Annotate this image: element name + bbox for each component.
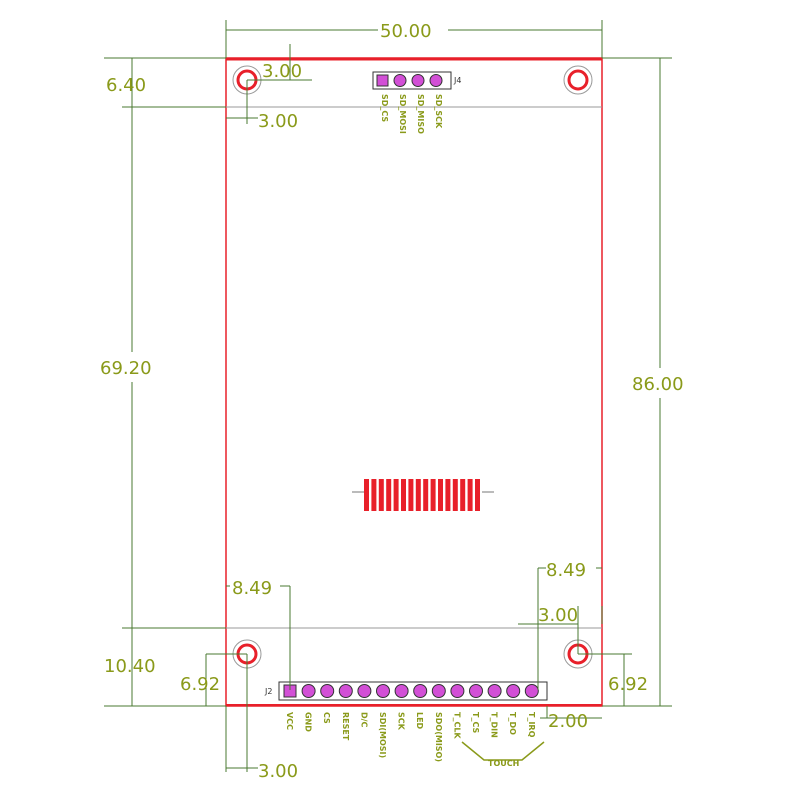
dim-hole-br-v: 6.92 xyxy=(608,674,648,695)
pin-label-j4: SD_CS xyxy=(380,94,389,122)
connector-j2-label: J2 xyxy=(264,687,272,696)
flex-cable-strip xyxy=(401,479,406,511)
board-bottom-edge xyxy=(226,704,602,707)
pin-label-j2: T_IRQ xyxy=(527,712,536,738)
pin-label-j2: T_CLK xyxy=(452,712,461,739)
flex-cable-strip xyxy=(378,479,384,511)
pin-label-j2: SCK xyxy=(397,712,406,731)
flex-cable-strip xyxy=(452,479,458,511)
pin-j2 xyxy=(320,684,335,698)
pin-label-j4: SD_SCK xyxy=(434,94,443,129)
flex-cable-strip xyxy=(408,479,414,511)
pin-label-j2: RESET xyxy=(341,712,350,741)
pin-label-j2: VCC xyxy=(285,712,294,730)
flex-cable-strip xyxy=(393,479,399,511)
pin-j2 xyxy=(301,684,316,698)
board-outline xyxy=(225,57,603,707)
pin-label-j4: SD_MOSI xyxy=(398,94,407,134)
flex-cable xyxy=(352,479,494,511)
pin-j2 xyxy=(450,684,465,698)
pin-j2 xyxy=(487,684,502,698)
dim-pin-right-offset: 8.49 xyxy=(546,560,586,581)
connector-j4: J4 SD_CS SD_MOSI SD_MISO SD_SCK xyxy=(372,71,461,134)
dim-top-margin: 6.40 xyxy=(106,75,146,96)
dim-height: 86.00 xyxy=(632,374,684,395)
pin-j4 xyxy=(411,74,425,87)
pin-j2 xyxy=(469,684,483,698)
flex-cable-strip xyxy=(467,479,473,511)
flex-cable-strip xyxy=(364,479,369,511)
pin-label-j2: LED xyxy=(415,712,424,730)
dim-hole-br-h: 3.00 xyxy=(538,605,578,626)
dim-hole-top-h: 3.00 xyxy=(258,111,298,132)
dimension-lines xyxy=(104,20,672,772)
pin-label-j2: GND xyxy=(304,712,313,732)
connector-j2: J2 VCC GND CS RESET D/C SDI(MOSI) SCK LED SDO(MI… xyxy=(264,681,548,768)
dim-hole-top-v: 3.00 xyxy=(262,61,302,82)
pin-j2 xyxy=(357,684,372,698)
pin-label-j2: SDO(MISO) xyxy=(434,712,443,762)
dim-bottom-margin: 10.40 xyxy=(104,656,156,677)
pin-j2 xyxy=(376,684,390,698)
board-top-edge xyxy=(226,58,602,61)
pin-label-j4: SD_MISO xyxy=(416,94,425,134)
mounting-hole-top-right xyxy=(563,65,593,95)
pin-label-j2: D/C xyxy=(359,712,368,728)
flex-cable-strip xyxy=(386,479,392,511)
dim-width: 50.00 xyxy=(380,21,432,42)
flex-cable-strip xyxy=(445,479,451,511)
connector-j4-label: J4 xyxy=(453,76,461,85)
dim-pin-left-offset: 8.49 xyxy=(232,578,272,599)
pin-label-j2: CS xyxy=(322,712,331,724)
flex-cable-strip xyxy=(423,479,429,511)
pin-j4 xyxy=(429,74,443,87)
flex-cable-strip xyxy=(438,479,443,511)
flex-cable-strip xyxy=(371,479,377,511)
flex-cable-strip xyxy=(415,479,421,511)
pin-j2 xyxy=(413,684,428,698)
dim-hole-bl-h: 6.92 xyxy=(180,674,220,695)
dim-hole-bl-bottom: 3.00 xyxy=(258,761,298,782)
pin-j2 xyxy=(524,684,539,698)
pin-j2 xyxy=(338,684,353,698)
touch-group-label: TOUCH xyxy=(488,759,519,768)
pin-j2 xyxy=(506,684,521,698)
pin-j2 xyxy=(431,684,446,698)
dim-pin-edge: 2.00 xyxy=(548,711,588,732)
flex-cable-strip xyxy=(460,479,466,511)
pin-label-j2: T_CS xyxy=(471,712,480,733)
touch-bracket xyxy=(461,741,545,761)
pin-j2 xyxy=(394,684,409,698)
pin-label-j2: SDI(MOSI) xyxy=(378,712,387,758)
pin-j4 xyxy=(393,74,407,87)
pin-label-j2: T_DIN xyxy=(490,712,499,738)
pin-label-j2: T_DO xyxy=(508,712,517,735)
dim-screen-height: 69.20 xyxy=(100,358,152,379)
flex-cable-strip xyxy=(430,479,436,511)
flex-cable-strip xyxy=(475,479,480,511)
